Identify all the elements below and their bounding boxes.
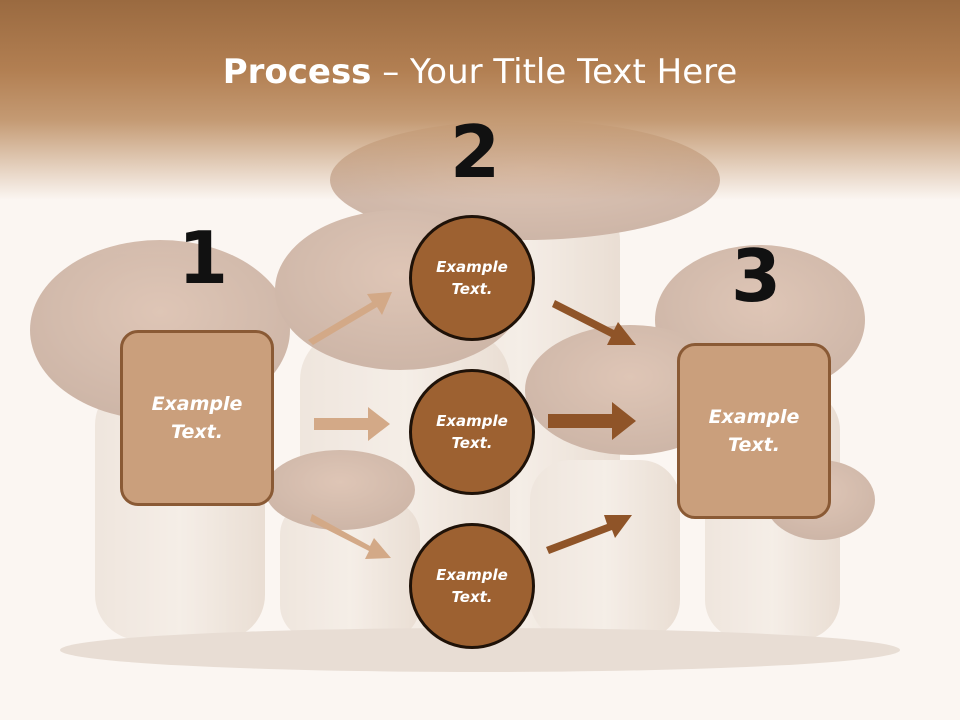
step-number-3: 3 (731, 234, 782, 318)
title-rest: – Your Title Text Here (371, 52, 738, 92)
arrow-left-to-top (308, 292, 392, 345)
slide-title: Process – Your Title Text Here (0, 52, 960, 92)
title-strong: Process (222, 52, 372, 92)
circle-top: Example Text. (409, 215, 535, 341)
arrow-middle-to-right (548, 402, 636, 440)
header-band (0, 0, 960, 200)
circle-middle: Example Text. (409, 369, 535, 495)
step-number-1: 1 (178, 216, 229, 300)
left-box: Example Text. (120, 330, 274, 506)
arrow-bottom-to-right (546, 515, 632, 554)
circle-bottom: Example Text. (409, 523, 535, 649)
step-number-2: 2 (450, 110, 501, 194)
right-box: Example Text. (677, 343, 831, 519)
arrow-top-to-right (552, 300, 636, 345)
arrow-left-to-bottom (310, 514, 391, 559)
arrow-left-to-middle (314, 407, 390, 441)
